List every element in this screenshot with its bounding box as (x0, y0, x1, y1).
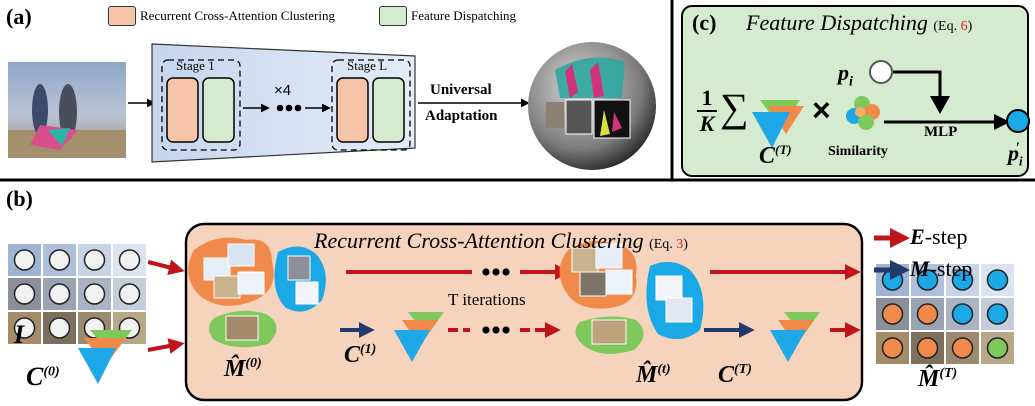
token-circle (48, 283, 71, 305)
token-circle (951, 337, 974, 359)
cluster-centers-ct (770, 312, 820, 362)
ct-label-c: C(T) (759, 142, 792, 169)
legend-swatch-green (379, 6, 407, 26)
e-step-legend: E-step (910, 224, 968, 249)
token-circle (916, 269, 939, 291)
token-circle (48, 317, 71, 339)
input-grid (8, 244, 146, 344)
adaptation-label-1: Universal (430, 82, 492, 98)
output-sphere (528, 42, 656, 170)
repeat-label: ×4 (274, 82, 292, 99)
token-circle (83, 283, 106, 305)
frac-denominator: K (699, 111, 715, 136)
m0-label: M̂(0) (224, 356, 262, 382)
legend-dispatching-text: Feature Dispatching (411, 8, 517, 23)
legend-swatch-orange (108, 6, 136, 26)
times-symbol: × (812, 92, 831, 128)
token-circle (13, 283, 36, 305)
panel-b-title: Recurrent Cross-Attention Clustering (Eq… (314, 228, 688, 254)
input-photo-a (8, 62, 126, 158)
fraction: 1 K (697, 86, 717, 136)
legend-dispatching: Feature Dispatching (379, 6, 516, 26)
panel-c-title-text: Feature Dispatching (746, 10, 928, 35)
panel-b-title-text: Recurrent Cross-Attention Clustering (314, 228, 644, 253)
frac-numerator: 1 (697, 86, 717, 112)
stage-last-label: Stage L (347, 58, 388, 73)
cluster-centers-c0 (78, 330, 132, 384)
token-circle (118, 249, 141, 271)
token-circle (881, 337, 904, 359)
token-circle (916, 303, 939, 325)
sum-symbol: ∑ (720, 85, 749, 130)
token-circle (13, 249, 36, 271)
cluster-centers-c (752, 100, 804, 148)
pi-prime-label: pi′ (1008, 140, 1023, 169)
iterations-label: T iterations (448, 290, 526, 309)
panel-c-title: Feature Dispatching (Eq. 6) (746, 10, 972, 36)
token-circle (986, 269, 1009, 291)
m-step-legend: M-step (910, 256, 973, 281)
adaptation-label-2: Adaptation (425, 108, 498, 124)
mask-mt-clusters (559, 241, 704, 354)
mT-label: M̂(T) (918, 366, 958, 392)
token-circle (13, 317, 36, 339)
panel-c-label: (c) (692, 10, 717, 35)
legend-clustering-text: Recurrent Cross-Attention Clustering (140, 8, 335, 23)
panel-b-box (184, 222, 864, 402)
mask-m0-clusters (188, 237, 326, 348)
c1-label: C(1) (344, 342, 377, 368)
token-circle (881, 303, 904, 325)
ct-label-b: C(T) (718, 362, 752, 388)
token-circle (83, 249, 106, 271)
token-circle (951, 303, 974, 325)
token-circle (881, 269, 904, 291)
panel-c-eq: (Eq. 6) (933, 19, 973, 34)
token-circle (916, 337, 939, 359)
token-circle (986, 303, 1009, 325)
panel-b-eq: (Eq. 3) (649, 237, 688, 252)
output-grid (876, 264, 1014, 364)
pi-prime-token (1006, 109, 1030, 133)
token-circle (986, 337, 1009, 359)
token-circle (118, 283, 141, 305)
token-circle (951, 269, 974, 291)
mlp-label: MLP (924, 124, 958, 140)
similarity-icon (846, 96, 880, 130)
panel-b-label: (b) (6, 186, 33, 211)
mt-label: M̂(t) (636, 362, 671, 388)
stage-first-label: Stage 1 (176, 58, 215, 73)
panel-a-label: (a) (6, 4, 32, 29)
input-I-label: I (14, 320, 25, 349)
similarity-label: Similarity (828, 144, 888, 159)
token-circle (48, 249, 71, 271)
pi-label: pi (838, 60, 853, 90)
cluster-centers-c1 (394, 312, 444, 362)
c0-label: C(0) (26, 362, 60, 391)
pi-token (869, 60, 893, 84)
legend-clustering: Recurrent Cross-Attention Clustering (108, 6, 335, 26)
